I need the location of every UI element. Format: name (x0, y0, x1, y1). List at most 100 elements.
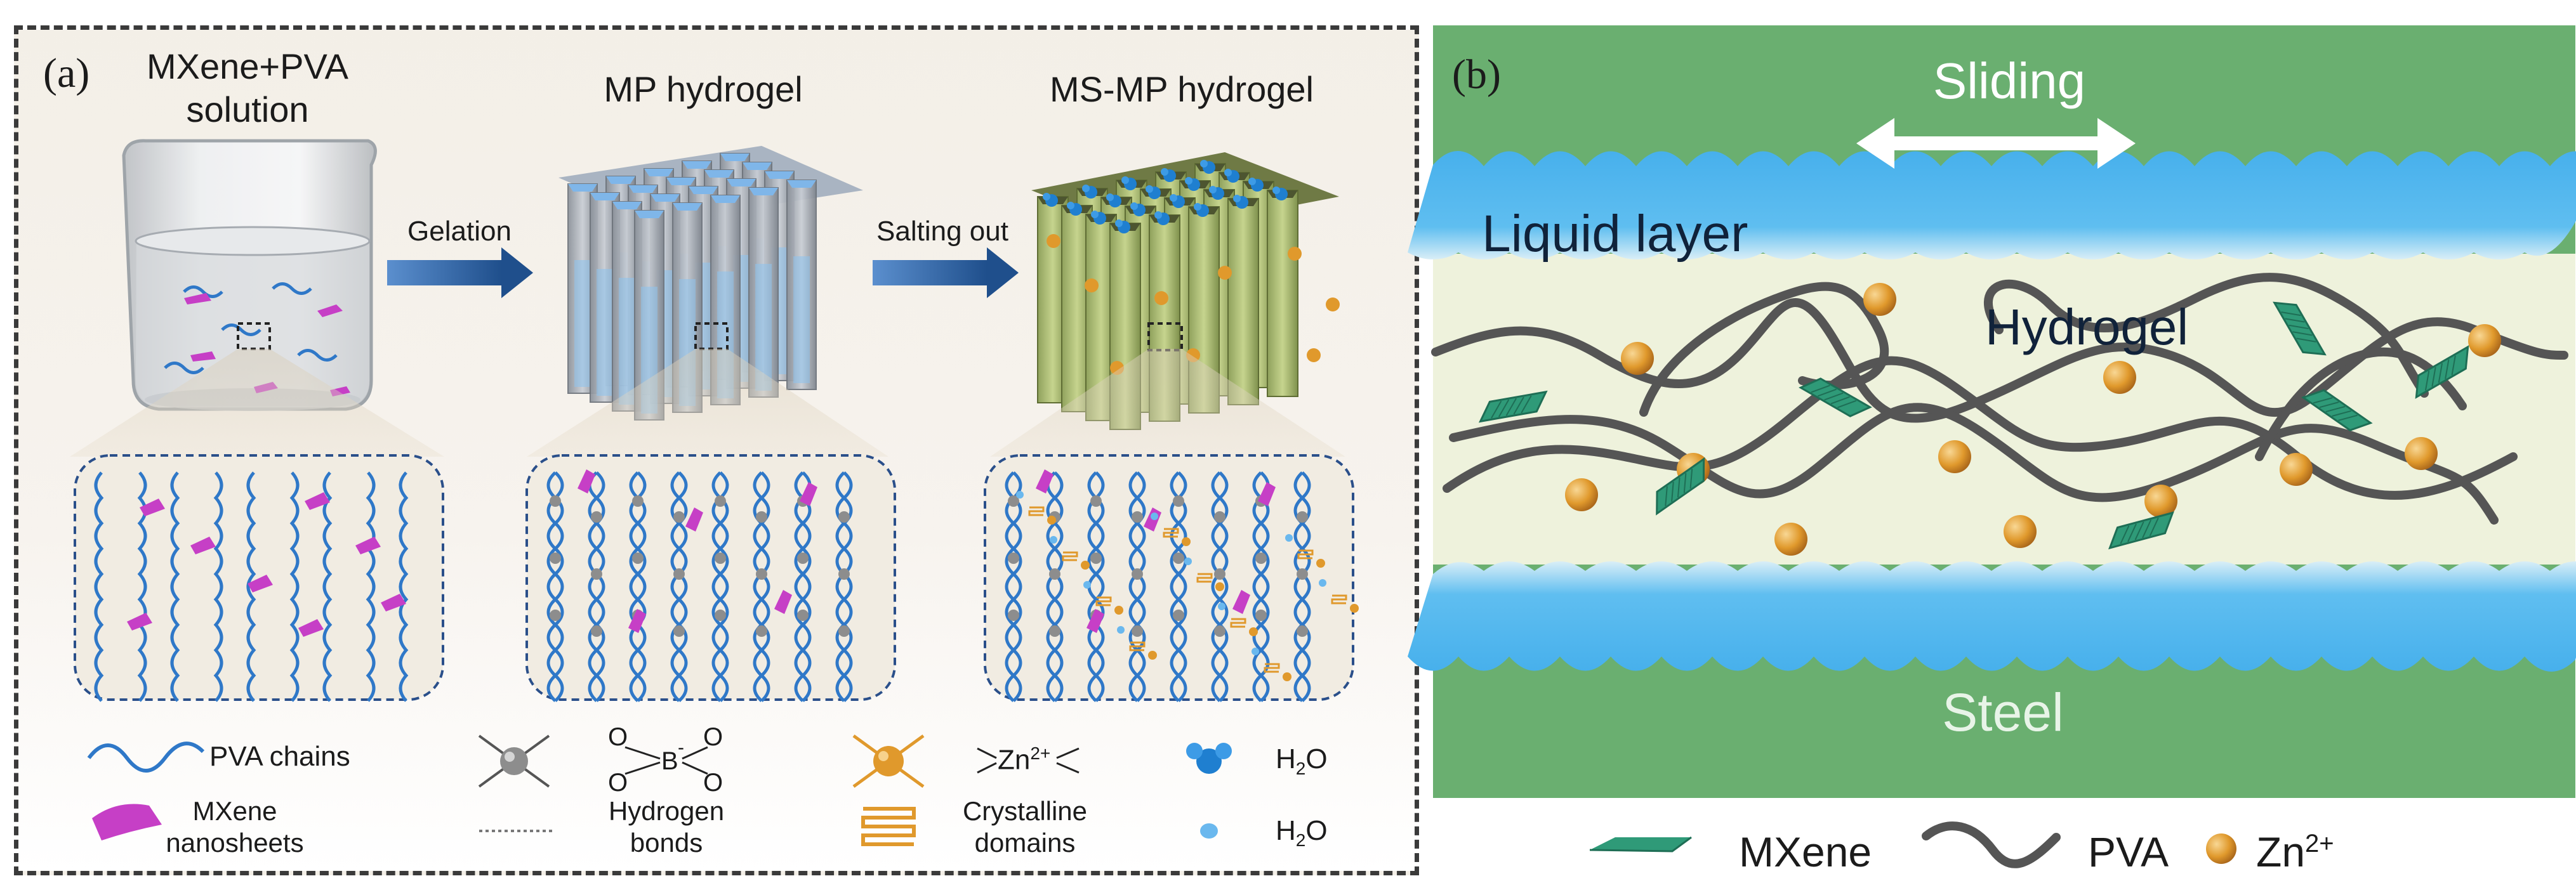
water-molecule-h (1082, 185, 1090, 192)
boron-site (797, 610, 809, 621)
legend-water1-h: H (1276, 743, 1296, 774)
pillar-water-top (590, 193, 619, 200)
water-dot (1151, 513, 1158, 520)
pva-chain (794, 471, 805, 702)
legend-mxene-icon (92, 804, 162, 840)
pillar-water-top (644, 169, 673, 176)
boron-site (1008, 552, 1019, 564)
water-molecule-h (1161, 168, 1168, 176)
pva-chain (835, 471, 847, 702)
boron-site (1255, 610, 1267, 621)
water-dot (1252, 648, 1259, 655)
borate-O-bottom-left: O (608, 769, 628, 797)
crystalline-domain (1095, 596, 1112, 606)
mxene-sheet (1799, 377, 1872, 417)
legend-mxene-label-line1: MXene (192, 796, 277, 826)
pva-chain (670, 471, 682, 702)
pillar-water-fill (793, 256, 810, 383)
boron-site (1132, 625, 1143, 637)
boron-site (1008, 610, 1019, 621)
water-molecule-h (1154, 211, 1162, 219)
pillar-water-fill (574, 260, 591, 387)
mxene-sheet (140, 499, 165, 516)
boron-site (550, 610, 561, 621)
crystalline-domain (1297, 549, 1314, 559)
top-liquid-layer (1408, 151, 2576, 259)
zoom-box-solution (74, 454, 444, 701)
water-dot (1050, 536, 1057, 544)
pva-chain (170, 471, 180, 702)
pillar-water-top (743, 162, 772, 170)
pva-chain (1128, 471, 1140, 702)
zn-ion (1326, 297, 1340, 311)
boron-site (838, 511, 850, 523)
crystalline-domain (1196, 573, 1213, 583)
zn-ion (1565, 478, 1598, 511)
pva-chain (842, 471, 853, 702)
water-molecule-h (1224, 169, 1232, 176)
legend-water2-label: H2O (1276, 815, 1328, 851)
zn-ion (1081, 561, 1090, 570)
hydrogel-layer (1433, 254, 2575, 565)
legend-boron-icon (478, 735, 550, 788)
boron-site (838, 625, 850, 637)
legend-water2-o: O (1305, 815, 1328, 846)
pva-chain (718, 471, 729, 702)
pva-chain (553, 471, 564, 702)
zn-ion (2280, 453, 2313, 486)
borate-B: B (661, 747, 678, 775)
mxene-sheet (2301, 389, 2373, 431)
panel-b-label: (b) (1452, 51, 1501, 98)
boron-site (673, 511, 685, 523)
water-molecule-h (1121, 176, 1129, 184)
zn-ion (1283, 672, 1291, 681)
legend-b-zn-symbol: Zn (2256, 828, 2306, 875)
legend-water-molecule-icon (1186, 743, 1232, 774)
gelation-label: Gelation (407, 216, 512, 247)
boron-site (1090, 495, 1102, 507)
mxene-sheet (774, 590, 792, 614)
water-molecule-h (1091, 211, 1099, 218)
pillar-water-top (635, 211, 664, 218)
pillar-water-top (568, 184, 597, 192)
water-molecule-h (1209, 186, 1217, 193)
zn-ion (2144, 485, 2177, 518)
sliding-label: Sliding (1932, 53, 2086, 109)
pva-chain (1005, 471, 1016, 702)
boron-site (591, 568, 602, 580)
water-dot (1016, 491, 1024, 499)
pva-chain (635, 471, 647, 702)
pva-chain (1176, 471, 1187, 702)
mxene-sheet (800, 482, 817, 506)
water-molecule-h (1272, 186, 1280, 194)
pva-chain (1046, 471, 1057, 702)
panel-a-label: (a) (43, 50, 90, 96)
crystalline-domain (1230, 618, 1246, 628)
zn-ion (2405, 437, 2438, 470)
stage1-title-line1: MXene+PVA (146, 46, 349, 86)
pva-chain (588, 471, 599, 702)
legend-crystalline-icon (861, 807, 916, 846)
mxene-sheet (127, 613, 152, 630)
boron-site (756, 511, 767, 523)
mxene-sheet (355, 537, 381, 554)
pva-chain (629, 471, 640, 702)
pillar-water-top (689, 186, 718, 194)
boron-site (673, 568, 685, 580)
boron-site (797, 552, 809, 564)
pva-chain (289, 471, 300, 702)
legend-b-pva-label: PVA (2088, 828, 2169, 875)
water-molecule-h (1043, 193, 1050, 200)
borate-O-bottom-right: O (703, 769, 723, 797)
boron-site (715, 552, 726, 564)
zn-ion (1218, 266, 1232, 280)
pillar-water-top (720, 154, 750, 161)
boron-site (591, 511, 602, 523)
pillar-water-top (628, 185, 657, 193)
legend-water2-h: H (1276, 815, 1296, 846)
mxene-sheet (685, 507, 703, 532)
legend-b-zn-charge: 2+ (2305, 830, 2334, 858)
boron-site (1132, 568, 1143, 580)
